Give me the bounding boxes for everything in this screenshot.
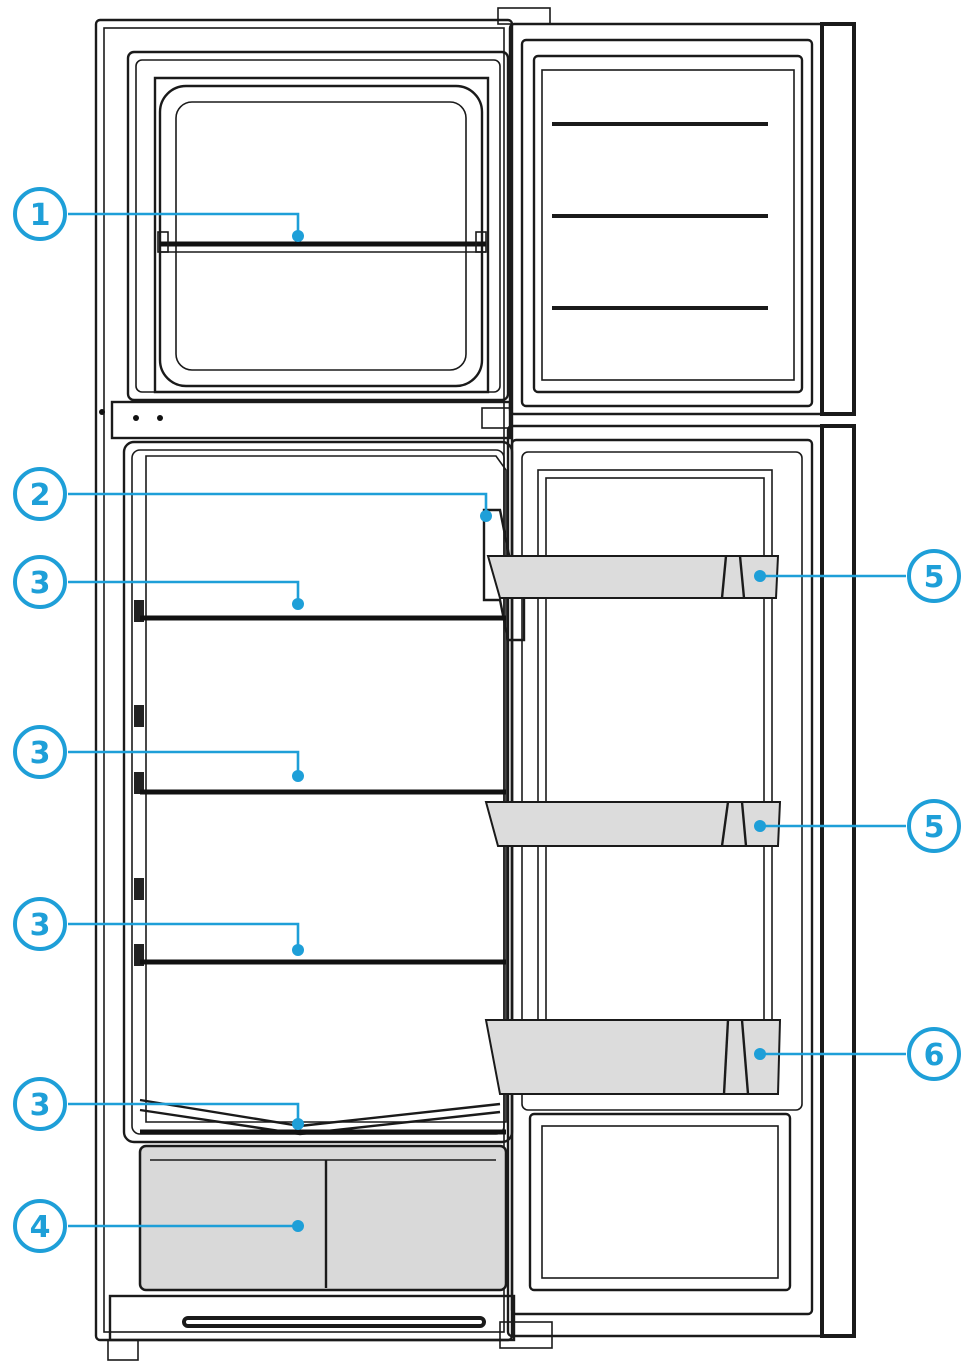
callout-leader-line bbox=[68, 492, 488, 516]
callout-badge bbox=[13, 897, 67, 951]
door-bin-upper bbox=[486, 555, 780, 599]
callout-number: 3 bbox=[30, 1088, 51, 1123]
callout-target-dot bbox=[754, 1048, 766, 1060]
callouts: 1 2 3 3 3 3 4 5 5 6 bbox=[13, 187, 961, 1253]
callout-target-dot bbox=[754, 570, 766, 582]
callout-target-dot bbox=[754, 820, 766, 832]
callout-target-dot bbox=[292, 230, 304, 242]
freezer-compartment bbox=[126, 50, 510, 402]
freezer-door bbox=[508, 22, 856, 416]
callout-badge bbox=[907, 799, 961, 853]
callout-number: 4 bbox=[30, 1210, 51, 1245]
callout-target-dot bbox=[292, 770, 304, 782]
callout-target-dot bbox=[292, 1220, 304, 1232]
callout-badge bbox=[13, 1199, 67, 1253]
callout-badge bbox=[13, 187, 67, 241]
callout-number: 5 bbox=[924, 810, 945, 845]
callout-number: 3 bbox=[30, 736, 51, 771]
callout-c3c: 3 bbox=[13, 897, 304, 956]
fresh-food-door bbox=[484, 424, 856, 1338]
callout-badge bbox=[13, 555, 67, 609]
fresh-food-compartment bbox=[122, 440, 526, 1292]
callout-number: 3 bbox=[30, 908, 51, 943]
callout-badge bbox=[13, 467, 67, 521]
callout-c4: 4 bbox=[13, 1199, 304, 1253]
callout-c5a: 5 bbox=[754, 549, 961, 603]
divider-rail bbox=[99, 400, 513, 440]
callout-leader-line bbox=[68, 212, 300, 236]
callout-badge bbox=[907, 1027, 961, 1081]
callout-badge bbox=[13, 725, 67, 779]
door-bin-middle bbox=[484, 801, 782, 847]
crisper-drawer bbox=[138, 1144, 508, 1292]
callout-c6: 6 bbox=[754, 1027, 961, 1081]
callout-leader-line bbox=[68, 750, 300, 776]
callout-c5b: 5 bbox=[754, 799, 961, 853]
callout-target-dot bbox=[292, 1118, 304, 1130]
callout-c3d: 3 bbox=[13, 1077, 304, 1131]
callout-leader-line bbox=[68, 580, 300, 604]
callout-leader-line bbox=[68, 1102, 300, 1124]
callout-number: 3 bbox=[30, 566, 51, 601]
callout-c2: 2 bbox=[13, 467, 492, 522]
callout-c3a: 3 bbox=[13, 555, 304, 610]
callout-badge bbox=[907, 549, 961, 603]
callout-target-dot bbox=[292, 944, 304, 956]
callout-number: 5 bbox=[924, 560, 945, 595]
door-bin-lower bbox=[484, 1019, 782, 1095]
callout-number: 6 bbox=[924, 1038, 945, 1073]
callout-target-dot bbox=[480, 510, 492, 522]
callout-number: 2 bbox=[30, 478, 51, 513]
shelf-supports bbox=[134, 600, 144, 966]
thermostat-housing bbox=[482, 508, 526, 642]
callout-number: 1 bbox=[30, 198, 51, 233]
callout-target-dot bbox=[292, 598, 304, 610]
callout-c3b: 3 bbox=[13, 725, 304, 782]
callout-c1: 1 bbox=[13, 187, 304, 242]
callout-leader-line bbox=[68, 922, 300, 950]
callout-badge bbox=[13, 1077, 67, 1131]
